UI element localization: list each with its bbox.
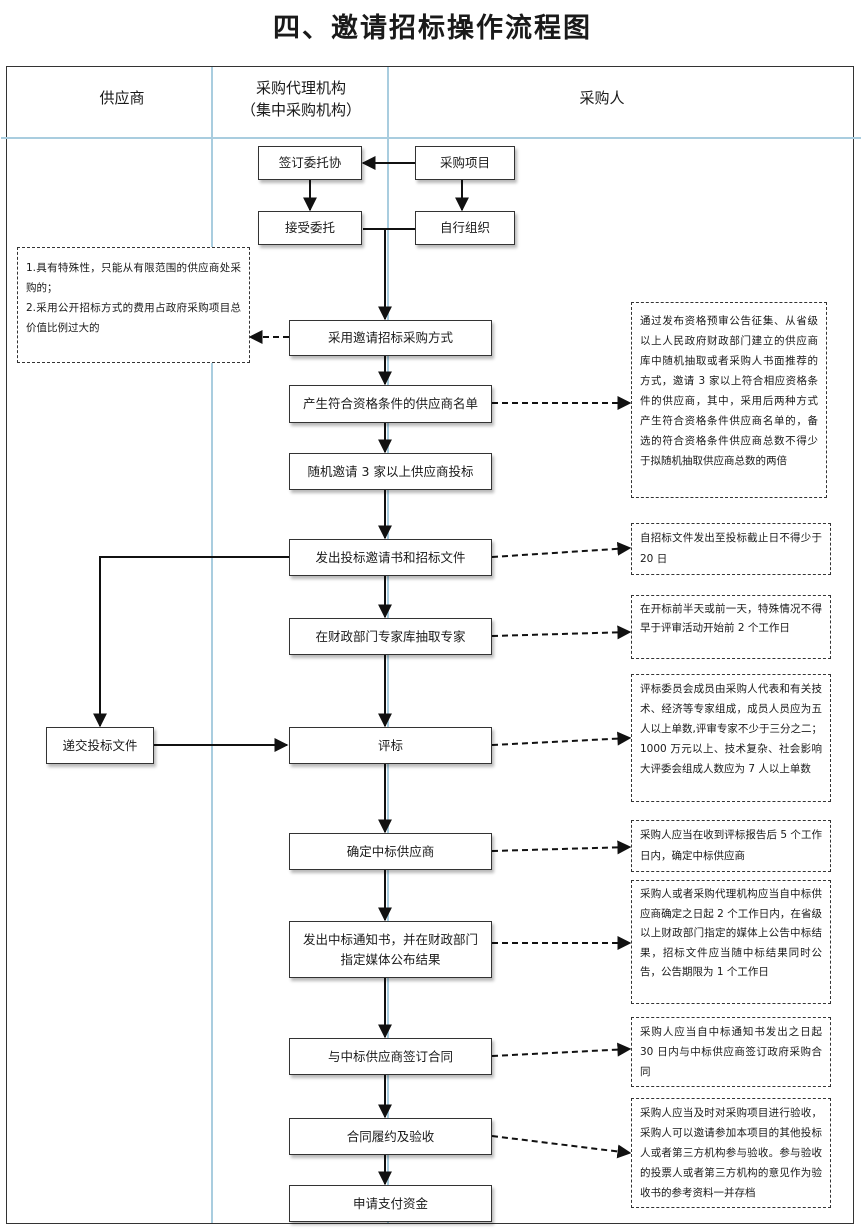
- step-determine-winner: 确定中标供应商: [289, 833, 492, 870]
- step-sign-contract: 与中标供应商签订合同: [289, 1038, 492, 1075]
- note-conditions-line2: 2.采用公开招标方式的费用占政府采购项目总价值比例过大的: [26, 302, 241, 334]
- step-notice: 发出中标通知书，并在财政部门 指定媒体公布结果: [289, 921, 492, 978]
- step-evaluate: 评标: [289, 727, 492, 764]
- step-sign-entrust: 签订委托协: [258, 146, 362, 180]
- header-divider: [1, 137, 861, 139]
- lane-header-supplier: 供应商: [99, 89, 145, 107]
- note-expert-timing: 在开标前半天或前一天，特殊情况不得早于评审活动开始前 2 个工作日: [631, 595, 831, 659]
- step-accept-entrust: 接受委托: [258, 211, 362, 245]
- note-contract-timing: 采购人应当自中标通知书发出之日起 30 日内与中标供应商签订政府采购合同: [631, 1017, 831, 1087]
- lane-header-agency: 采购代理机构 （集中采购机构）: [217, 77, 385, 121]
- step-self-organize: 自行组织: [415, 211, 515, 245]
- step-issue-invitation: 发出投标邀请书和招标文件: [289, 539, 492, 576]
- page-title: 四、邀请招标操作流程图: [273, 13, 592, 44]
- step-purchase-project: 采购项目: [415, 146, 515, 180]
- step-generate-list: 产生符合资格条件的供应商名单: [289, 385, 492, 423]
- step-perform-accept: 合同履约及验收: [289, 1118, 492, 1155]
- lane-header-agency-line2: （集中采购机构）: [240, 101, 361, 119]
- step-extract-experts: 在财政部门专家库抽取专家: [289, 618, 492, 655]
- lane-header-agency-line1: 采购代理机构: [255, 79, 346, 97]
- step-apply-payment: 申请支付资金: [289, 1185, 492, 1222]
- step-submit-bid: 递交投标文件: [46, 727, 154, 764]
- step-random-invite: 随机邀请 3 家以上供应商投标: [289, 453, 492, 490]
- step-adopt-method: 采用邀请招标采购方式: [289, 320, 492, 356]
- lane-divider-1: [211, 67, 213, 1223]
- note-deadline: 自招标文件发出至投标截止日不得少于 20 日: [631, 523, 831, 575]
- step-notice-line1: 发出中标通知书，并在财政部门: [302, 931, 478, 947]
- lane-header-purchaser: 采购人: [579, 89, 625, 107]
- step-notice-line2: 指定媒体公布结果: [340, 951, 441, 967]
- note-announcement: 采购人或者采购代理机构应当自中标供应商确定之日起 2 个工作日内，在省级以上财政…: [631, 880, 831, 1004]
- note-conditions: 1.具有特殊性，只能从有限范围的供应商处采购的； 2.采用公开招标方式的费用占政…: [17, 247, 250, 363]
- note-conditions-line1: 1.具有特殊性，只能从有限范围的供应商处采购的；: [26, 262, 241, 294]
- note-supplier-list: 通过发布资格预审公告征集、从省级以上人民政府财政部门建立的供应商库中随机抽取或者…: [631, 302, 827, 498]
- note-committee: 评标委员会成员由采购人代表和有关技术、经济等专家组成，成员人员应为五人以上单数,…: [631, 674, 831, 802]
- note-acceptance: 采购人应当及时对采购项目进行验收，采购人可以邀请参加本项目的其他投标人或者第三方…: [631, 1098, 831, 1208]
- note-winner-timing: 采购人应当在收到评标报告后 5 个工作日内，确定中标供应商: [631, 820, 831, 872]
